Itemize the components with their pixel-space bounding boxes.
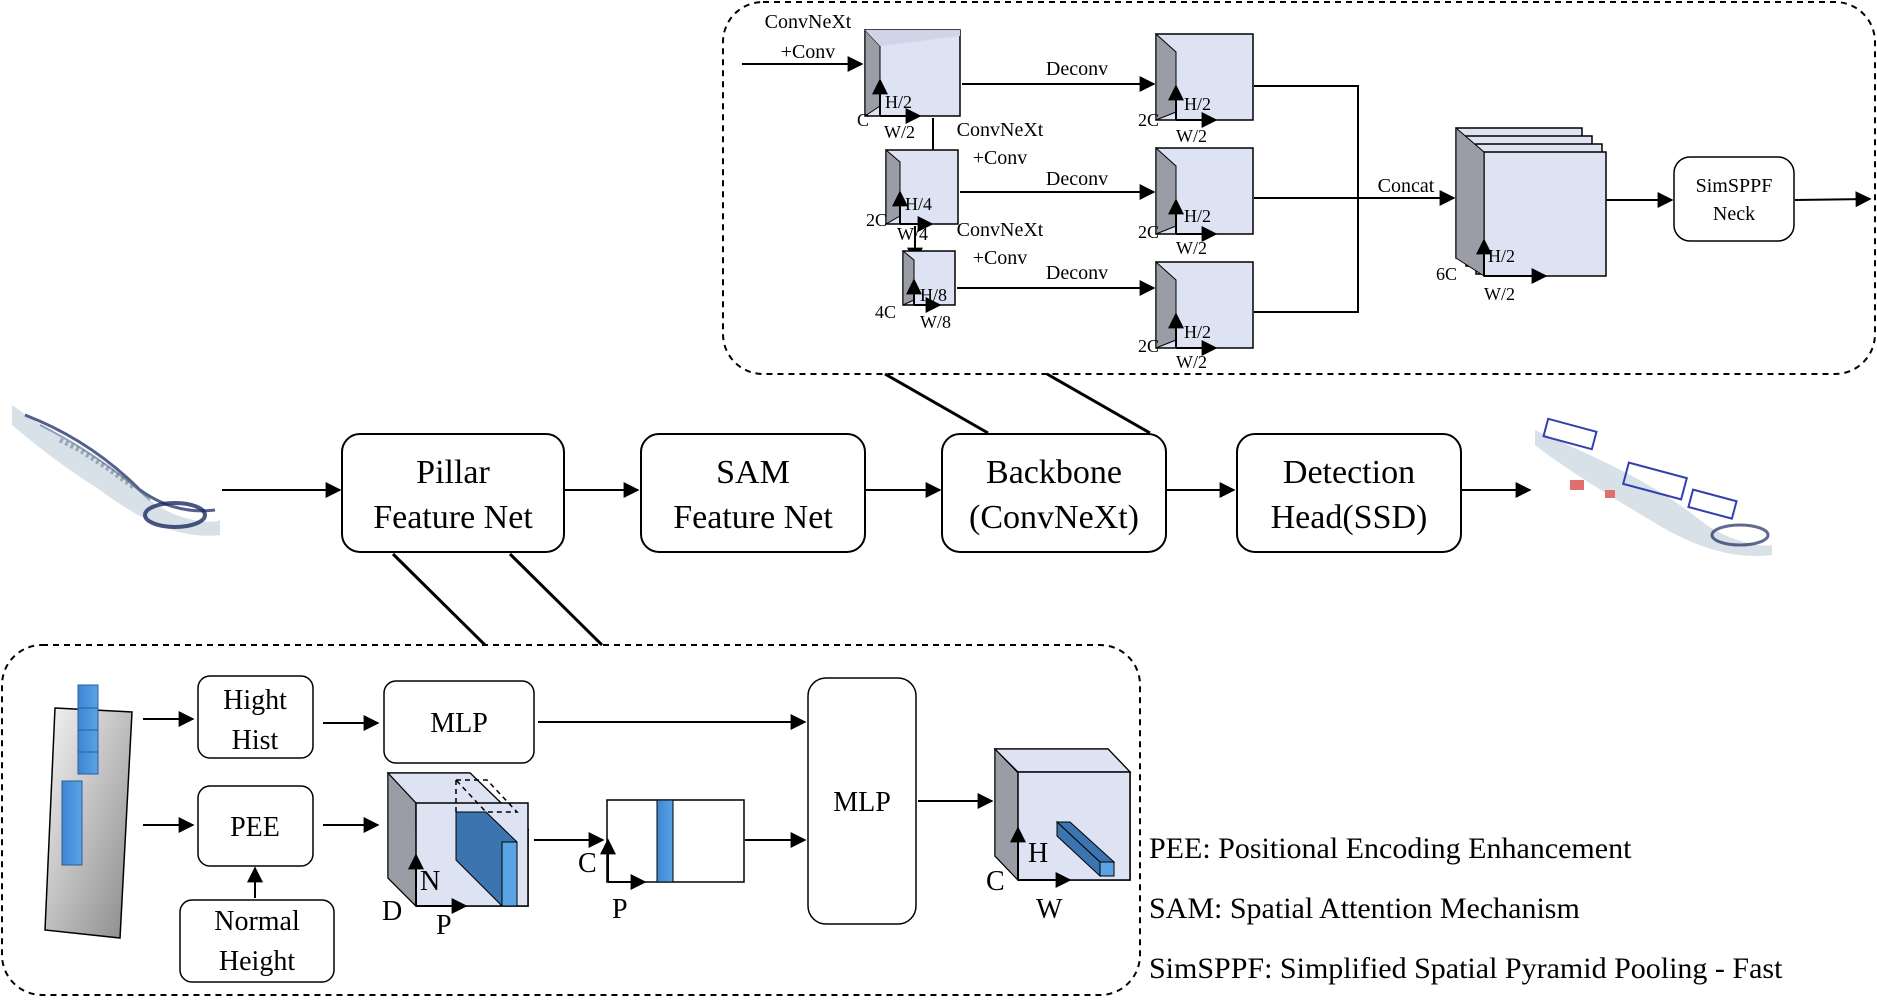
down-conv-label-2a: ConvNeXt [957,219,1044,241]
cp-tensor-block [600,799,745,890]
deconv-label-1: Deconv [1046,58,1108,80]
input-pointcloud-image [12,405,220,536]
mlp-big-label: MLP [833,787,891,818]
up1-c: 2C [1138,110,1159,130]
mlp-top-box [383,680,535,764]
neck-label-2: Neck [1713,203,1755,225]
down-conv-label-1a: ConvNeXt [957,119,1044,141]
down-conv-label-1b: +Conv [973,147,1028,169]
pillar-feature-net-box [341,433,565,553]
backbone-box [941,433,1167,553]
stage2-h: H/4 [905,194,932,214]
up3-c: 2C [1138,336,1159,356]
mlp-big-box [807,677,917,925]
normal-height-box [179,899,335,983]
detection-label-2: Head(SSD) [1271,499,1428,536]
output-pointcloud-image [1535,417,1772,556]
stage2-w: W/4 [897,224,928,244]
output-h: H [1028,838,1048,869]
neck-label-1: SimSPPF [1696,175,1773,197]
legend-simsppf: SimSPPF: Simplified Spatial Pyramid Pool… [1149,952,1783,985]
backbone-detail-panel [722,1,1876,375]
sam-feature-net-box [640,433,866,553]
output-c: C [986,866,1005,897]
simsppf-neck-box [1673,156,1795,242]
stage3-w: W/8 [920,312,951,332]
stage1-c: C [857,110,869,130]
normal-height-label-2: Height [219,946,295,977]
pillar-label-1: Pillar [416,454,490,491]
input-conv-label-2: +Conv [781,41,836,63]
deconv-label-3: Deconv [1046,262,1108,284]
dnp-tensor-block [386,771,530,914]
output-feature-block [993,747,1132,888]
stage1-h: H/2 [885,92,912,112]
up2-h: H/2 [1184,206,1211,226]
stage1-w: W/2 [884,122,915,142]
deconv-label-2: Deconv [1046,168,1108,190]
concat-w: W/2 [1484,284,1515,304]
concat-c: 6C [1436,264,1457,284]
upsampled-block-3 [1155,260,1254,356]
tensor2-c: C [578,848,597,879]
down-conv-label-2b: +Conv [973,247,1028,269]
stage3-h: H/8 [920,285,947,305]
tensor2-p: P [612,894,628,925]
concat-h: H/2 [1488,246,1515,266]
concat-feature-block [1455,126,1607,284]
pillar-detail-panel [1,644,1141,996]
concat-label: Concat [1378,175,1435,197]
hight-hist-box [197,675,314,759]
tensor1-n: N [420,866,440,897]
up1-w: W/2 [1176,126,1207,146]
sam-label-2: Feature Net [673,499,833,536]
input-conv-label-1: ConvNeXt [765,11,852,33]
detection-head-box [1236,433,1462,553]
tensor1-p: P [436,910,452,941]
backbone-label-1: Backbone [986,454,1122,491]
legend-pee: PEE: Positional Encoding Enhancement [1149,832,1632,865]
stage2-c: 2C [866,210,887,230]
output-w: W [1036,894,1063,925]
stage3-feature-block [902,249,956,313]
legend-sam: SAM: Spatial Attention Mechanism [1149,892,1580,925]
up3-h: H/2 [1184,322,1211,342]
pillar-label-2: Feature Net [373,499,533,536]
up3-w: W/2 [1176,352,1207,372]
tensor1-d: D [382,896,402,927]
pillar-illustration [44,684,133,939]
hight-hist-label-2: Hist [232,725,279,756]
detection-label-1: Detection [1283,454,1415,491]
up2-w: W/2 [1176,238,1207,258]
backbone-label-2: (ConvNeXt) [969,499,1139,536]
upsampled-block-2 [1155,146,1254,242]
sam-label-1: SAM [716,454,790,491]
up2-c: 2C [1138,222,1159,242]
stage1-feature-block [864,28,961,124]
mlp-top-label: MLP [430,708,488,739]
stage2-feature-block [885,148,959,232]
pee-label: PEE [230,812,280,843]
pee-box [197,785,314,867]
stage3-c: 4C [875,302,896,322]
upsampled-block-1 [1155,32,1254,128]
normal-height-label-1: Normal [214,906,300,937]
hight-hist-label-1: Hight [223,685,287,716]
up1-h: H/2 [1184,94,1211,114]
